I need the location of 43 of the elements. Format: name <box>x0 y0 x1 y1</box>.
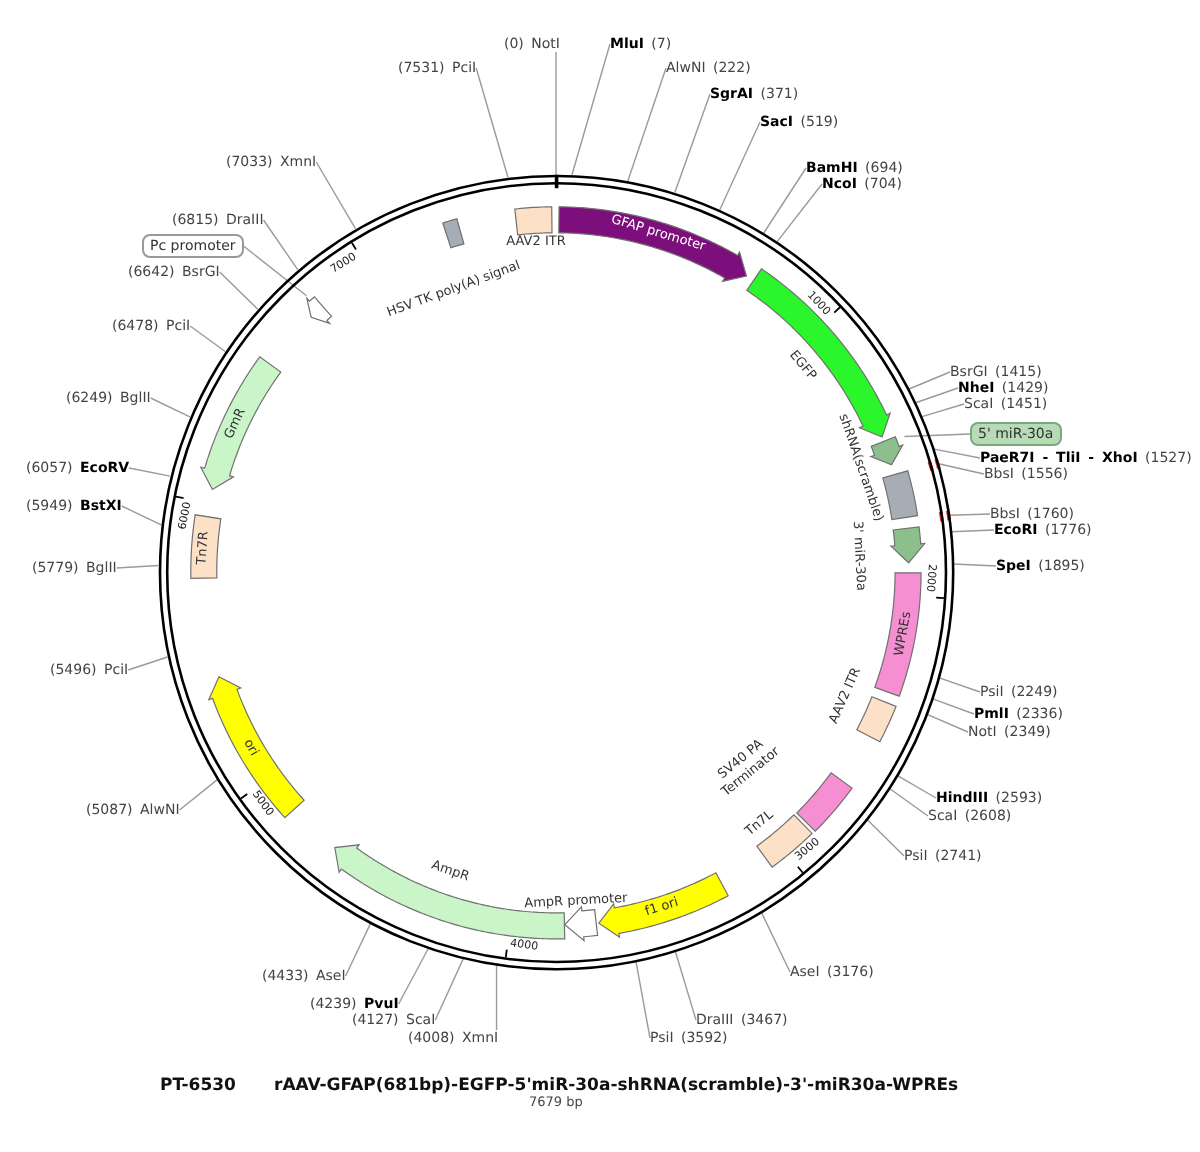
leader-line <box>933 448 981 459</box>
leader-line <box>635 960 651 1039</box>
leader-line <box>948 513 991 516</box>
leader-line <box>903 433 971 438</box>
leader-line <box>571 43 611 176</box>
leader-line <box>218 271 259 310</box>
leader-line <box>475 67 509 178</box>
leader-line <box>128 467 171 477</box>
leader-line <box>189 325 226 353</box>
leader-line <box>674 93 711 194</box>
leader-line <box>866 818 905 857</box>
leader-line <box>952 563 997 567</box>
plasmid-id: PT-6530 <box>160 1076 236 1096</box>
map-title: rAAV-GFAP(681bp)-EGFP-5'miR-30a-shRNA(scramble)-3'-miR30a-WPREs <box>274 1076 959 1096</box>
leader-line <box>397 947 429 1005</box>
leader-line <box>149 397 191 418</box>
leader-line <box>763 167 807 234</box>
leader-line <box>315 161 357 230</box>
leader-line <box>938 677 981 693</box>
leader-line <box>921 403 965 418</box>
leader-line <box>674 950 697 1021</box>
leader-line <box>950 529 995 533</box>
leader-line <box>344 922 372 977</box>
leader-line <box>776 183 823 243</box>
leader-line <box>926 713 969 733</box>
leader-line <box>434 957 464 1021</box>
leader-line <box>627 67 667 182</box>
leader-line <box>115 564 160 569</box>
leader-line <box>760 911 791 973</box>
leader-line <box>937 463 985 475</box>
leader-line <box>932 698 975 715</box>
leader-line <box>127 656 169 671</box>
leader-line <box>495 964 498 1031</box>
leader-line <box>888 787 929 817</box>
leader-line <box>915 387 959 404</box>
leader-line <box>555 51 557 176</box>
leader-line <box>178 779 218 811</box>
leader-line <box>242 245 308 297</box>
leader-line <box>908 371 951 390</box>
leader-line <box>262 219 299 271</box>
leader-line <box>121 505 162 526</box>
leader-line <box>719 121 761 211</box>
leader-line <box>896 774 937 799</box>
